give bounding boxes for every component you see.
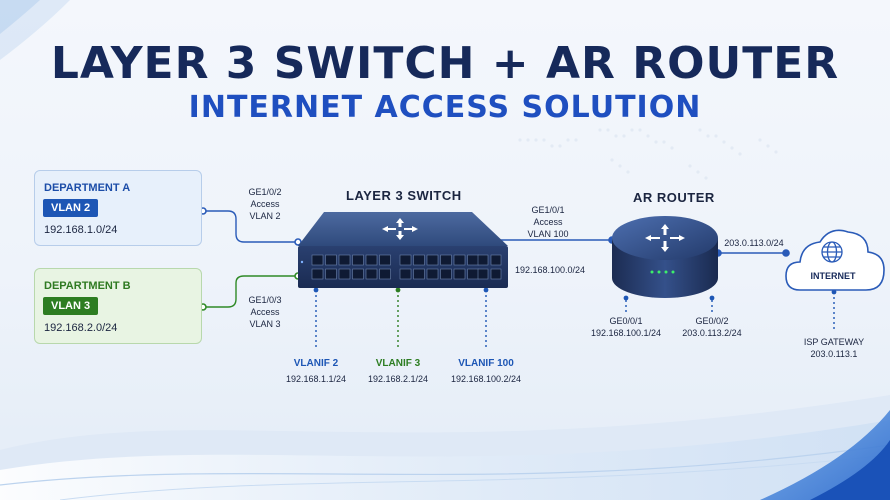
switch-port xyxy=(426,254,439,266)
router-label: AR ROUTER xyxy=(633,190,715,205)
router-port-ge001: GE0/0/1 192.168.100.1/24 xyxy=(590,316,662,338)
wan-subnet: 203.0.113.0/24 xyxy=(724,238,784,248)
switch-port xyxy=(379,254,391,266)
switch-port xyxy=(426,268,439,280)
page-subtitle: INTERNET ACCESS SOLUTION xyxy=(188,90,702,125)
switch-port xyxy=(352,254,364,266)
connections xyxy=(203,210,835,350)
switch-port xyxy=(352,268,364,280)
internet-cloud-icon xyxy=(785,229,885,291)
vlanif-3-label: VLANIF 3 xyxy=(375,358,421,369)
switch-port xyxy=(338,254,351,266)
switch-port xyxy=(467,268,479,280)
connection-nodes xyxy=(199,207,837,311)
vlanif-100-label: VLANIF 100 xyxy=(458,358,514,369)
globe-icon xyxy=(821,241,843,263)
switch-port xyxy=(325,254,337,266)
switch-port xyxy=(413,268,425,280)
switch-port xyxy=(365,254,378,266)
switch-port xyxy=(365,268,378,280)
link-dept-a-switch xyxy=(203,210,298,243)
isp-gateway: ISP GATEWAY 203.0.113.1 xyxy=(803,337,865,359)
vlanif-100-ip: 192.168.100.2/24 xyxy=(450,374,522,384)
switch-port xyxy=(379,268,391,280)
vlanif-2-ip: 192.168.1.1/24 xyxy=(285,374,347,384)
switch-port xyxy=(311,268,324,280)
switch-port xyxy=(467,254,479,266)
vlan-badge: VLAN 3 xyxy=(43,297,99,315)
switch-port xyxy=(399,268,412,280)
switch-port xyxy=(440,254,452,266)
vlanif-3-ip: 192.168.2.1/24 xyxy=(367,374,429,384)
switch-port xyxy=(453,268,466,280)
switch-port xyxy=(440,268,452,280)
switch-port xyxy=(490,268,502,280)
department-subnet: 192.168.1.0/24 xyxy=(44,224,118,236)
switch-port xyxy=(413,254,425,266)
switch-port xyxy=(490,254,502,266)
switch-port xyxy=(453,254,466,266)
port-label-ge102: GE1/0/2 Access VLAN 2 xyxy=(248,187,282,221)
department-b-card: DEPARTMENT B VLAN 3 192.168.2.0/24 xyxy=(34,268,202,344)
bottom-waves xyxy=(0,395,890,500)
port-label-ge101: GE1/0/1 Access VLAN 100 xyxy=(527,205,569,239)
switch-label: LAYER 3 SWITCH xyxy=(346,188,462,203)
department-name: DEPARTMENT B xyxy=(44,280,131,292)
internet-label: INTERNET xyxy=(810,271,856,281)
page-title: LAYER 3 SWITCH + AR ROUTER xyxy=(50,38,840,89)
background-decoration xyxy=(0,0,778,180)
layer3-switch-icon xyxy=(298,212,508,288)
ar-router-icon xyxy=(612,216,718,298)
link-dept-b-switch xyxy=(203,275,298,308)
department-subnet: 192.168.2.0/24 xyxy=(44,322,118,334)
department-name: DEPARTMENT A xyxy=(44,182,131,194)
router-port-ge002: GE0/0/2 203.0.113.2/24 xyxy=(682,316,742,338)
switch-port xyxy=(399,254,412,266)
status-led xyxy=(300,260,304,264)
switch-port xyxy=(311,254,324,266)
switch-port xyxy=(477,268,489,280)
uplink-subnet: 192.168.100.0/24 xyxy=(514,265,586,275)
vlan-badge: VLAN 2 xyxy=(43,199,99,217)
switch-port xyxy=(477,254,489,266)
department-a-card: DEPARTMENT A VLAN 2 192.168.1.0/24 xyxy=(34,170,202,246)
vlanif-2-label: VLANIF 2 xyxy=(293,358,339,369)
switch-port xyxy=(338,268,351,280)
switch-port xyxy=(325,268,337,280)
port-label-ge103: GE1/0/3 Access VLAN 3 xyxy=(248,295,282,329)
